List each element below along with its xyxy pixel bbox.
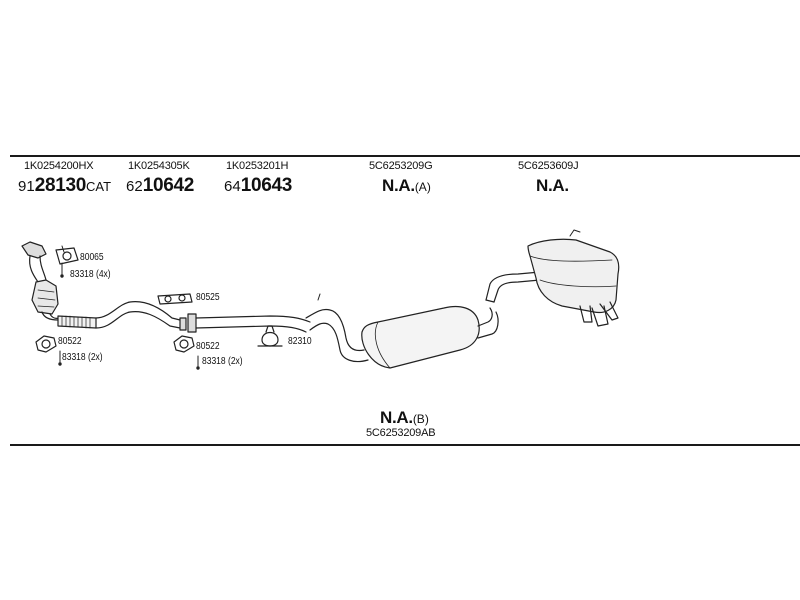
intermediate-pipe (95, 301, 187, 331)
bolt-left-label: 83318 (2x) (62, 352, 103, 363)
section-2-code: 6210642 (126, 175, 194, 197)
top-divider (10, 155, 800, 157)
bolt-right-label: 83318 (2x) (202, 356, 243, 367)
hangers (61, 229, 581, 301)
bottom-code-main: N.A. (380, 408, 413, 427)
section-1-part-no: 1K0254200HX (24, 160, 94, 172)
gasket-mid (157, 293, 193, 305)
front-pipe-with-catalyst (21, 241, 61, 321)
bolt-top-label: 83318 (4x) (70, 269, 111, 280)
bolt-markers (58, 262, 200, 370)
pipe-clamp (257, 325, 283, 347)
section-1-code-main: 28130 (34, 175, 87, 196)
bottom-divider (10, 444, 800, 446)
flex-pipe (57, 315, 97, 329)
section-5-code: N.A. (536, 176, 569, 196)
section-1-code: 9128130CAT (18, 175, 111, 197)
section-3-code-prefix: 64 (224, 178, 241, 195)
gasket-left-label: 80522 (58, 336, 82, 347)
section-5-part-no: 5C6253609J (518, 160, 579, 172)
section-4-code-suffix: (A) (414, 180, 431, 194)
center-muffler (305, 305, 499, 369)
section-2-code-main: 10642 (142, 175, 195, 196)
rear-muffler (485, 238, 620, 327)
gasket-top (55, 247, 79, 265)
bottom-part-no: 5C6253209AB (366, 427, 436, 439)
section-3-code: 6410643 (224, 175, 292, 197)
gasket-mid-label: 80525 (196, 292, 220, 303)
gasket-right (173, 335, 195, 353)
section-3-part-no: 1K0253201H (226, 160, 289, 172)
section-2-part-no: 1K0254305K (128, 160, 190, 172)
middle-pipe (187, 313, 311, 333)
section-4-code: N.A.(A) (382, 176, 431, 196)
section-5-code-main: N.A. (536, 176, 569, 195)
gasket-right-label: 80522 (196, 341, 220, 352)
section-3-code-main: 10643 (240, 175, 293, 196)
bottom-code-suffix: (B) (412, 412, 429, 426)
gasket-top-label: 80065 (80, 252, 104, 263)
section-1-code-suffix: CAT (86, 179, 112, 194)
clamp-label: 82310 (288, 336, 312, 347)
section-1-code-prefix: 91 (18, 178, 35, 195)
gasket-left (35, 335, 57, 353)
section-2-code-prefix: 62 (126, 178, 143, 195)
section-4-code-main: N.A. (382, 176, 415, 195)
bottom-code: N.A.(B) (380, 408, 429, 428)
section-4-part-no: 5C6253209G (369, 160, 433, 172)
